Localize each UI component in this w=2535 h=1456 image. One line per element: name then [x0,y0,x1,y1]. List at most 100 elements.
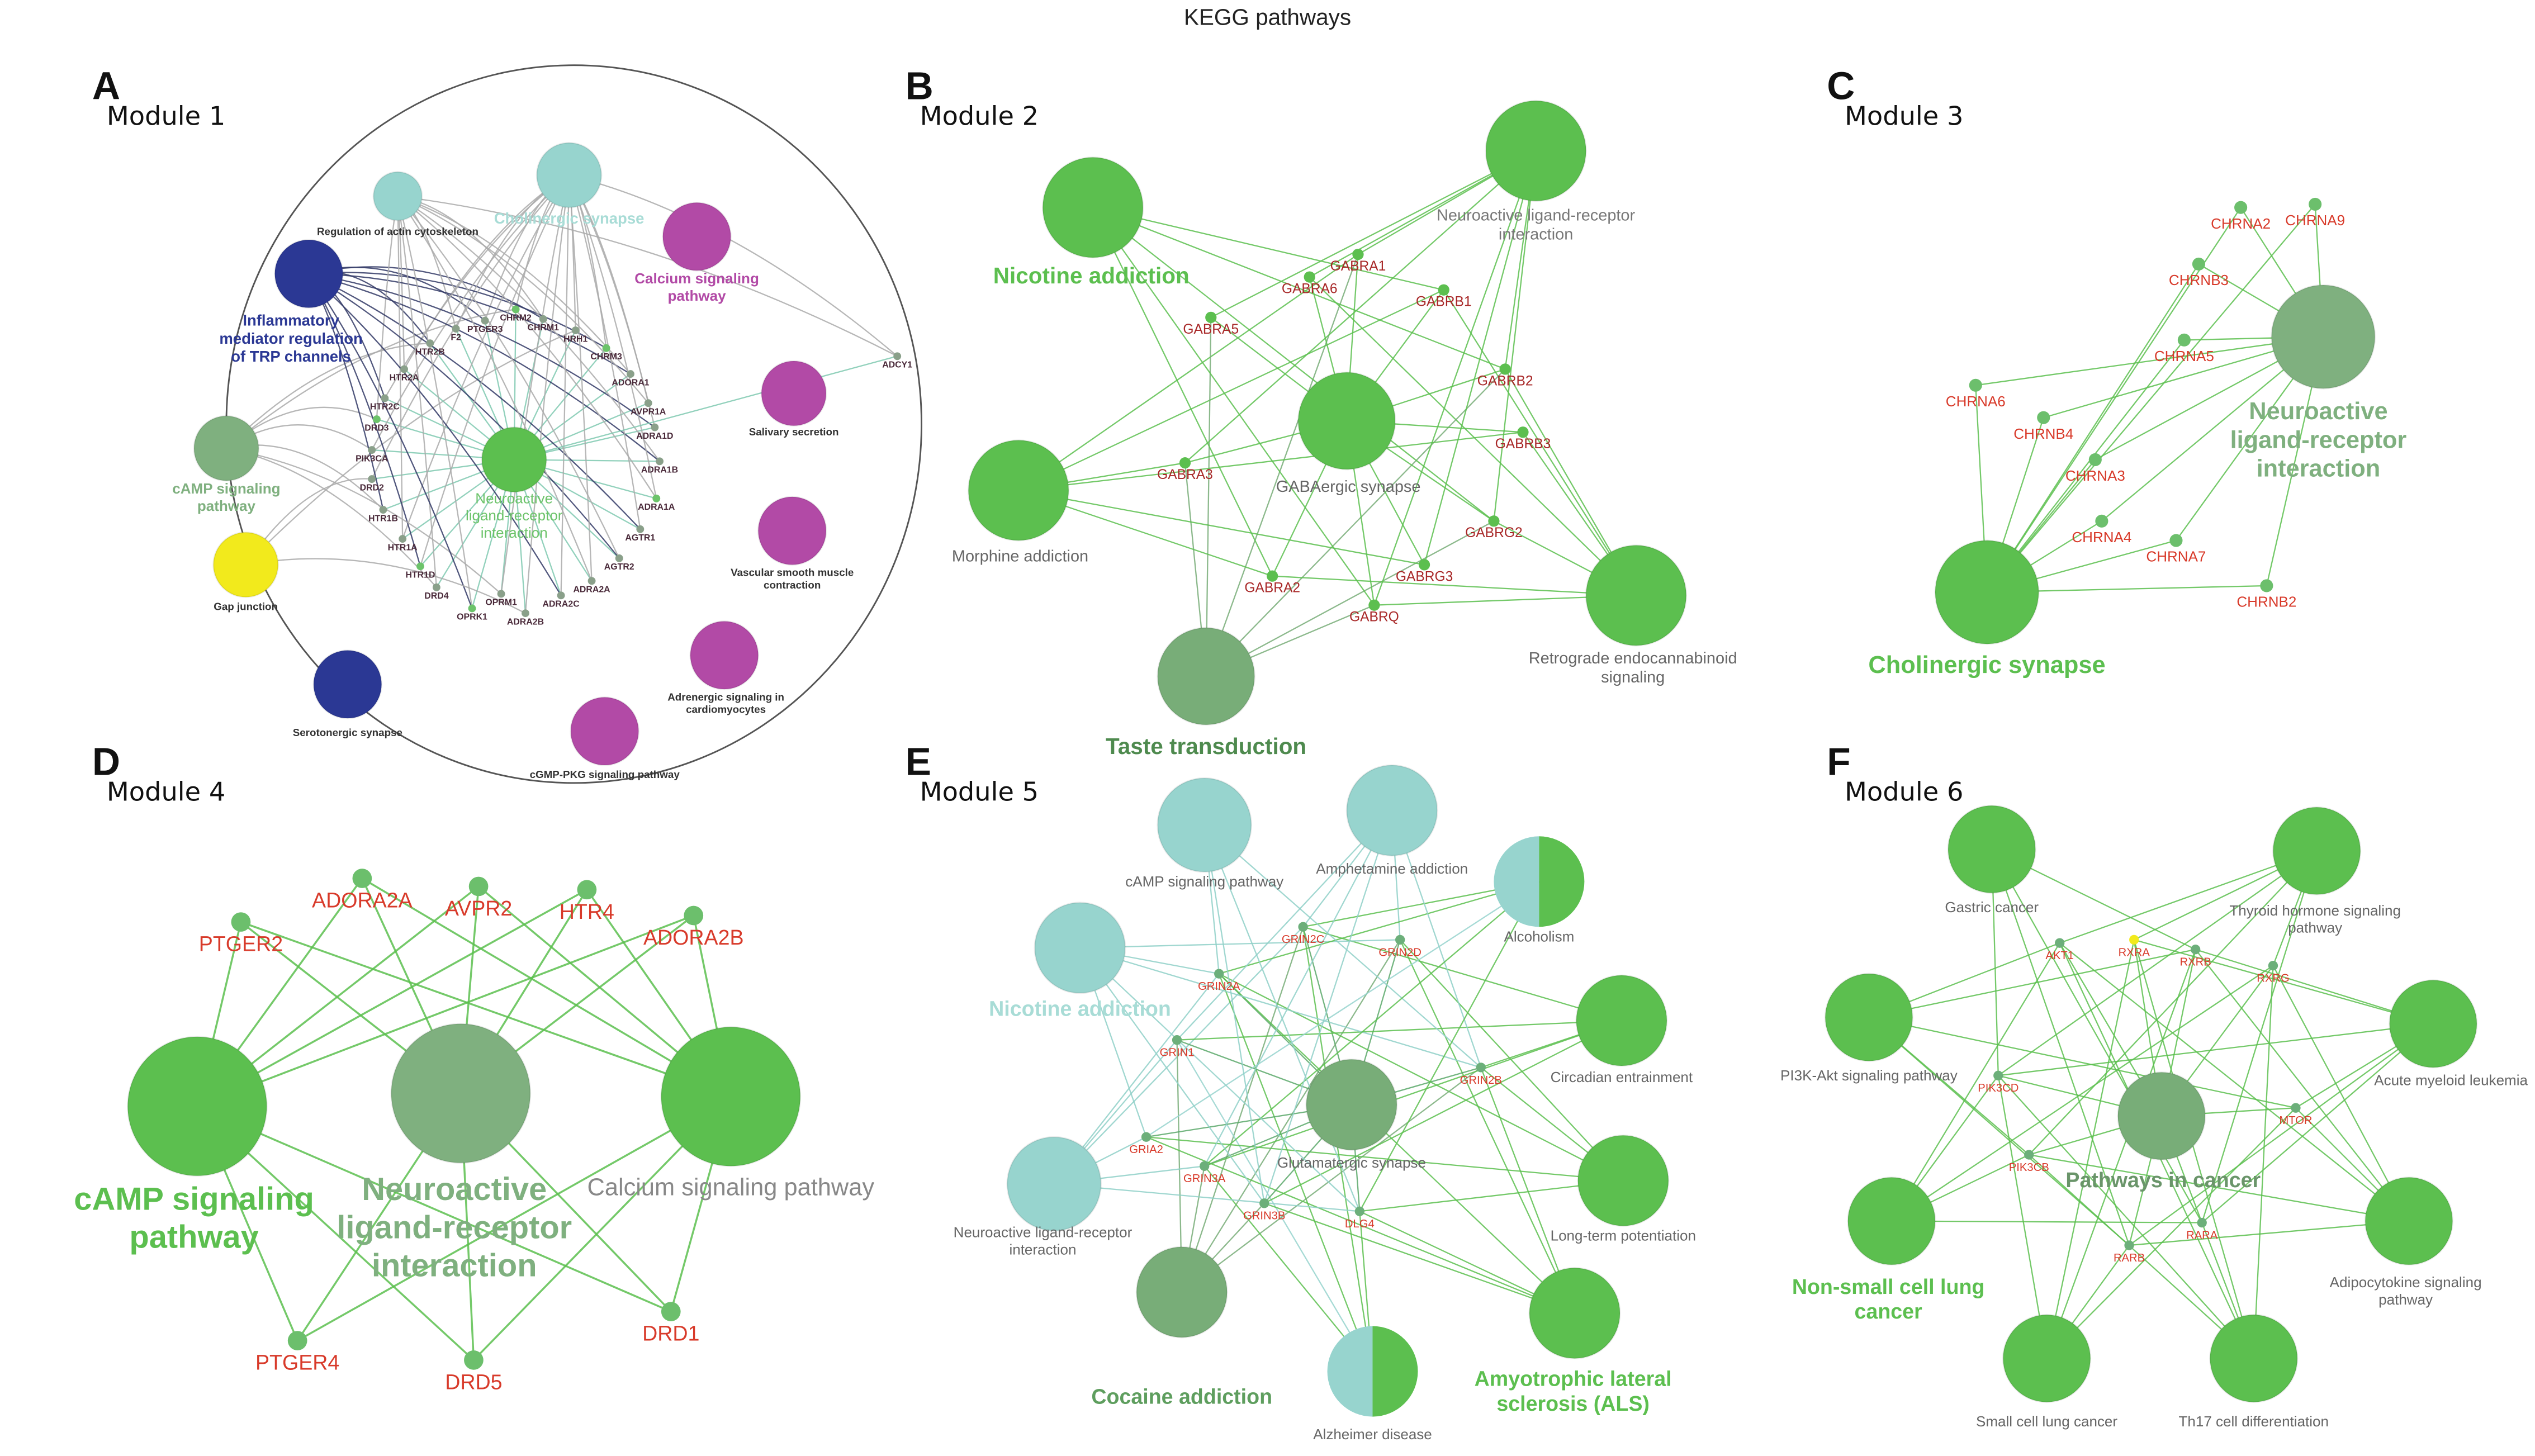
pathway-node[interactable] [1135,1246,1228,1339]
gene-node[interactable] [661,1302,681,1321]
pathway-node[interactable] [689,620,759,690]
gene-node[interactable] [2197,1217,2207,1228]
gene-node[interactable] [452,325,460,333]
pathway-node[interactable] [1575,974,1668,1067]
pathway-node[interactable] [274,239,344,309]
gene-node[interactable] [400,365,408,373]
hub-pathway-node[interactable] [390,1023,532,1164]
gene-node[interactable] [1352,248,1364,260]
pathway-node[interactable] [193,415,260,482]
gene-node[interactable] [1476,1063,1486,1073]
pathway-node[interactable] [1824,973,1913,1062]
gene-node[interactable] [2129,935,2139,945]
gene-node[interactable] [1172,1035,1182,1045]
gene-node[interactable] [1517,426,1529,438]
gene-node[interactable] [1214,969,1224,979]
gene-node[interactable] [416,562,424,571]
gene-node[interactable] [656,457,664,466]
gene-node[interactable] [287,1331,307,1351]
gene-node[interactable] [636,525,645,533]
gene-node[interactable] [2260,579,2273,592]
pathway-node[interactable] [2272,806,2362,895]
pathway-node[interactable] [757,496,827,566]
gene-node[interactable] [2055,938,2065,948]
pathway-node[interactable] [1034,902,1126,994]
gene-node[interactable] [399,535,407,543]
gene-node[interactable] [684,905,704,926]
pathway-node[interactable] [1934,539,2040,645]
pathway-node[interactable] [536,142,603,208]
pathway-node[interactable] [1345,764,1438,857]
hub-pathway-node[interactable] [1305,1058,1398,1151]
gene-node[interactable] [1438,284,1449,296]
gene-node[interactable] [2192,257,2205,271]
gene-node[interactable] [368,446,376,454]
gene-node[interactable] [1499,363,1511,375]
pathway-node[interactable] [1157,627,1255,726]
gene-node[interactable] [577,880,597,900]
gene-node[interactable] [231,912,251,932]
gene-node[interactable] [1418,559,1430,571]
gene-node[interactable] [627,370,634,378]
gene-node[interactable] [1354,1206,1365,1216]
pathway-node[interactable] [372,171,423,221]
gene-node[interactable] [644,399,652,407]
gene-node[interactable] [352,869,372,888]
gene-node[interactable] [2234,201,2248,214]
pathway-node[interactable] [2002,1313,2092,1403]
pathway-node[interactable] [967,439,1070,542]
gene-node[interactable] [1141,1132,1152,1142]
gene-node[interactable] [557,591,565,600]
gene-node[interactable] [522,609,529,618]
gene-node[interactable] [587,577,596,585]
gene-node[interactable] [1298,922,1308,932]
gene-node[interactable] [2037,411,2050,424]
pathway-node[interactable] [1485,99,1587,202]
pathway-node[interactable] [1006,1136,1102,1232]
gene-node[interactable] [372,415,381,424]
pathway-node[interactable] [662,202,732,272]
gene-node[interactable] [1200,1161,1210,1171]
gene-node[interactable] [1205,311,1217,323]
gene-node[interactable] [379,506,387,514]
gene-node[interactable] [1368,599,1380,611]
gene-node[interactable] [2095,514,2108,528]
gene-node[interactable] [497,590,505,598]
gene-node[interactable] [464,1350,484,1370]
gene-node[interactable] [2088,453,2102,466]
gene-node[interactable] [1259,1198,1269,1208]
pathway-node[interactable] [212,532,279,598]
gene-node[interactable] [481,316,489,325]
pathway-node[interactable] [2364,1177,2453,1266]
gene-node[interactable] [468,876,489,897]
gene-node[interactable] [2024,1150,2034,1160]
gene-node[interactable] [893,352,902,361]
hub-pathway-node[interactable] [1297,371,1396,471]
gene-node[interactable] [1304,271,1315,283]
pathway-node[interactable] [1585,544,1688,647]
hub-pathway-node[interactable] [2271,284,2376,390]
gene-node[interactable] [2177,333,2191,347]
gene-node[interactable] [615,554,623,562]
gene-node[interactable] [652,494,661,502]
gene-node[interactable] [1395,935,1405,945]
gene-node[interactable] [2169,534,2183,547]
pathway-node[interactable] [2389,979,2478,1069]
pathway-node[interactable] [570,696,639,766]
pathway-node[interactable] [660,1026,802,1167]
gene-node[interactable] [2190,945,2201,955]
gene-node[interactable] [1993,1070,2003,1081]
pathway-node[interactable] [1577,1134,1670,1227]
gene-node[interactable] [602,344,610,352]
pathway-node[interactable] [312,649,383,719]
pathway-node[interactable] [2209,1313,2299,1403]
gene-node[interactable] [1488,515,1500,527]
gene-node[interactable] [539,315,547,323]
gene-node[interactable] [1179,457,1191,469]
gene-node[interactable] [2124,1240,2134,1250]
gene-node[interactable] [2291,1103,2301,1113]
gene-node[interactable] [651,423,659,431]
gene-node[interactable] [1267,570,1278,582]
gene-node[interactable] [1969,378,1982,392]
gene-node[interactable] [2268,960,2278,971]
